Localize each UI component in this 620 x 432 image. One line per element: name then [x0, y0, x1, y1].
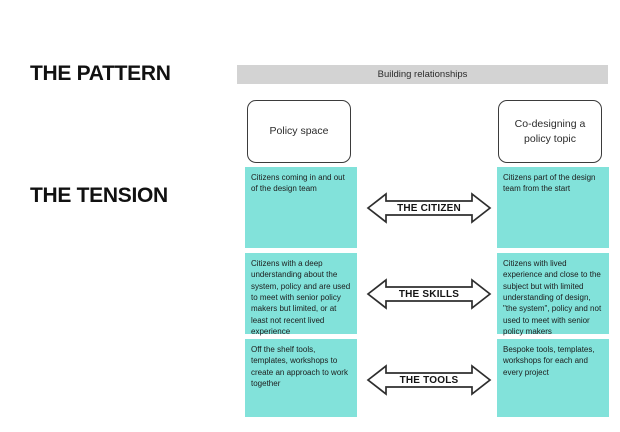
tension-block-right-citizen: Citizens part of the design team from th…	[497, 167, 609, 248]
double-arrow-icon	[366, 192, 492, 224]
tension-block-right-citizen-text: Citizens part of the design team from th…	[503, 173, 596, 194]
section-heading-tension: THE TENSION	[30, 184, 168, 207]
tension-block-right-skills: Citizens with lived experience and close…	[497, 253, 609, 336]
tension-block-left-citizen: Citizens coming in and out of the design…	[245, 167, 357, 248]
double-arrow-skills: THE SKILLS	[366, 276, 492, 312]
double-arrow-icon	[366, 278, 492, 310]
pattern-band: Building relationships	[237, 65, 608, 84]
double-arrow-citizen: THE CITIZEN	[366, 190, 492, 226]
tension-block-left-tools: Off the shelf tools, templates, workshop…	[245, 339, 357, 417]
double-arrow-tools: THE TOOLS	[366, 362, 492, 398]
tension-block-right-skills-text: Citizens with lived experience and close…	[503, 259, 602, 337]
section-heading-pattern: THE PATTERN	[30, 62, 171, 85]
tension-block-left-citizen-text: Citizens coming in and out of the design…	[251, 173, 345, 194]
card-co-designing-label: Co-designing a policy topic	[514, 118, 586, 145]
card-co-designing: Co-designing a policy topic	[498, 100, 602, 163]
card-policy-space: Policy space	[247, 100, 351, 163]
double-arrow-icon	[366, 364, 492, 396]
card-policy-space-label: Policy space	[269, 125, 329, 138]
tension-block-left-tools-text: Off the shelf tools, templates, workshop…	[251, 345, 348, 389]
pattern-band-label: Building relationships	[377, 69, 468, 80]
tension-block-left-skills-text: Citizens with a deep understanding about…	[251, 259, 351, 337]
tension-block-right-tools-text: Bespoke tools, templates, workshops for …	[503, 345, 595, 377]
tension-block-right-tools: Bespoke tools, templates, workshops for …	[497, 339, 609, 417]
tension-block-left-skills: Citizens with a deep understanding about…	[245, 253, 357, 336]
